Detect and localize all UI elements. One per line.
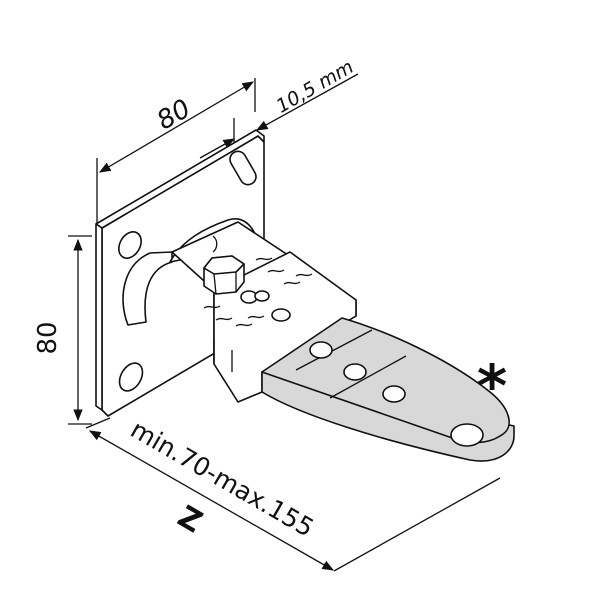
plate-width-label: 80 — [152, 94, 196, 137]
arm-hole-2 — [343, 363, 367, 381]
mounting-slot-bottom-left — [118, 362, 144, 392]
bracket-hole-3 — [271, 308, 291, 322]
offset-arrow-left — [199, 138, 236, 159]
extension-line-start — [85, 417, 111, 429]
dimension-hole-offset: 10,5 mm — [199, 56, 359, 159]
dimension-line-width — [98, 81, 255, 173]
dimension-plate-height: 80 — [33, 235, 92, 425]
mounting-slot-top-right — [229, 150, 257, 186]
bracket-hole-2 — [254, 290, 270, 302]
arm-hole-end — [450, 423, 484, 447]
extension-range-label: min.70-max.155 — [126, 415, 319, 543]
hole-offset-label: 10,5 mm — [273, 56, 358, 118]
mounting-slot-top-left — [118, 231, 142, 259]
arm-hole-3 — [382, 385, 406, 403]
extension-line-end — [333, 477, 501, 572]
asterisk-marker: * — [477, 352, 507, 420]
plate-height-label: 80 — [33, 321, 63, 354]
offset-arrow-right — [255, 73, 359, 131]
dimension-line-extension — [88, 430, 335, 571]
sliding-arm — [261, 317, 515, 462]
hex-bolt — [203, 235, 245, 295]
axis-letter-label: Z — [172, 499, 208, 540]
arm-hole-1 — [309, 341, 333, 359]
